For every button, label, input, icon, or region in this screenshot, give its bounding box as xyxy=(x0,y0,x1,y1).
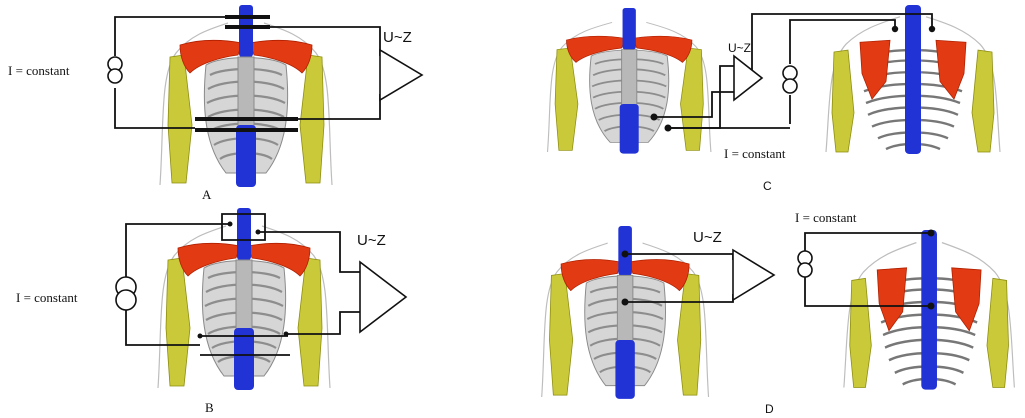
back-skeleton-image xyxy=(844,230,1015,390)
panel-d: U~Z I = constant D xyxy=(542,210,1015,416)
electrode xyxy=(928,230,935,237)
panel-caption: D xyxy=(765,402,774,416)
electrode xyxy=(892,26,898,32)
back-skeleton-image xyxy=(826,5,1000,154)
amplifier-wire xyxy=(734,14,932,78)
current-label: I = constant xyxy=(724,146,786,161)
electrode xyxy=(929,26,935,32)
front-skeleton-image xyxy=(548,8,711,154)
current-source-wire xyxy=(805,233,931,252)
panel-c: U~Z I = constant C xyxy=(548,5,1001,193)
panel-a: I = constant U~Z A xyxy=(8,5,422,202)
amplifier-icon xyxy=(733,250,774,300)
electrode xyxy=(651,114,658,121)
current-source-icon xyxy=(798,251,812,277)
front-skeleton-image xyxy=(158,208,330,390)
current-source-icon xyxy=(783,66,797,93)
amplifier-icon xyxy=(360,262,406,332)
amplifier-label: U~Z xyxy=(693,229,722,246)
panel-b: I = constant U~Z B xyxy=(16,208,406,415)
electrode xyxy=(928,303,935,310)
electrode xyxy=(665,125,672,132)
amplifier-label: U~Z xyxy=(383,29,412,46)
current-source-icon xyxy=(108,57,122,83)
amplifier-wire xyxy=(286,312,360,334)
current-label: I = constant xyxy=(795,210,857,225)
amplifier-icon xyxy=(380,50,422,100)
electrode xyxy=(622,299,629,306)
panel-caption: B xyxy=(205,400,214,415)
front-skeleton-image xyxy=(160,5,332,187)
amplifier-icon xyxy=(734,56,762,100)
panel-caption: C xyxy=(763,179,772,193)
current-label: I = constant xyxy=(16,290,78,305)
electrode xyxy=(622,251,629,258)
amplifier-label: U~Z xyxy=(728,41,751,55)
current-source-icon xyxy=(116,277,136,310)
panel-caption: A xyxy=(202,187,212,202)
current-label: I = constant xyxy=(8,63,70,78)
amplifier-label: U~Z xyxy=(357,232,386,249)
